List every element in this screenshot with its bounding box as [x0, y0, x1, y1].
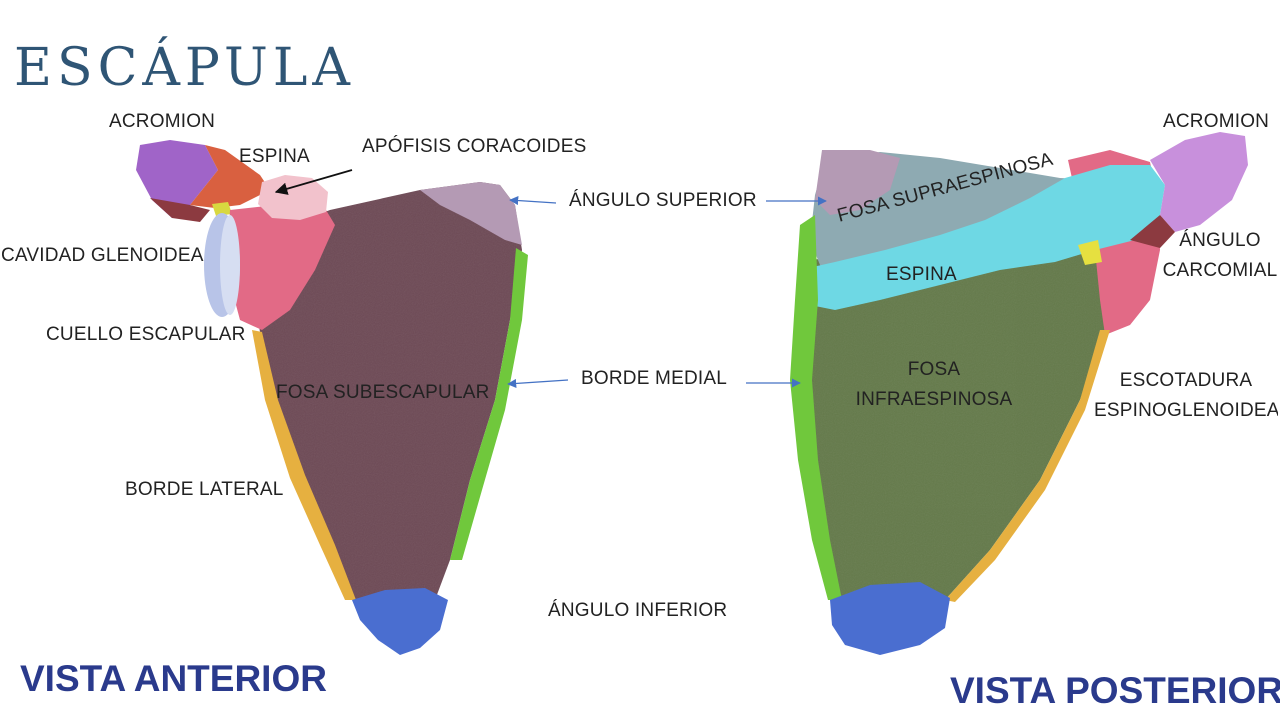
- posterior-inferior-angle-region: [830, 582, 950, 655]
- label-escotadura-line-2: ESPINOGLENOIDEA: [1094, 400, 1278, 421]
- label-escotadura-espinoglenoidea: ESCOTADURA ESPINOGLENOIDEA: [1094, 366, 1278, 426]
- label-borde-lateral: BORDE LATERAL: [125, 479, 284, 500]
- anterior-medial-border-region: [450, 248, 528, 560]
- label-fosa-infraespinosa-line-2: INFRAESPINOSA: [855, 389, 1013, 410]
- posterior-scapula: [790, 132, 1248, 655]
- label-angulo-superior: ÁNGULO SUPERIOR: [569, 190, 757, 211]
- page-title: ESCÁPULA: [14, 38, 355, 98]
- posterior-acromion-region: [1150, 132, 1248, 232]
- label-angulo-acromial-line-1: ÁNGULO: [1179, 230, 1261, 251]
- label-apofisis-coracoides: APÓFISIS CORACOIDES: [362, 136, 587, 157]
- anterior-glenoid-rim: [220, 215, 240, 315]
- arrow-borde-medial-left: [507, 378, 569, 388]
- posterior-notch-region: [1078, 240, 1102, 265]
- anterior-notch-region: [212, 202, 232, 216]
- label-angulo-inferior: ÁNGULO INFERIOR: [548, 600, 728, 621]
- posterior-lateral-border-region: [945, 330, 1110, 602]
- anterior-inferior-angle-region: [352, 588, 448, 655]
- anterior-neck-region: [228, 200, 335, 330]
- label-acromion-right: ACROMION: [1163, 111, 1270, 132]
- posterior-spine-region: [808, 165, 1165, 310]
- label-espina-left: ESPINA: [239, 146, 310, 167]
- label-fosa-infraespinosa-line-1: FOSA: [907, 359, 961, 380]
- pointer-arrows: [274, 169, 827, 388]
- anterior-espina-region: [190, 145, 270, 208]
- anterior-scapula: [136, 140, 528, 655]
- label-angulo-acromial: ÁNGULO CARCOMIAL: [1162, 226, 1278, 286]
- label-cuello-escapular: CUELLO ESCAPULAR: [46, 324, 246, 345]
- label-fosa-infraespinosa: FOSA INFRAESPINOSA: [852, 355, 1016, 415]
- label-escotadura-line-1: ESCOTADURA: [1119, 370, 1253, 391]
- anterior-acromion-underside: [150, 198, 210, 222]
- posterior-acromion-underside: [1130, 215, 1175, 248]
- anterior-acromion-region: [136, 140, 218, 218]
- view-title-posterior: VISTA POSTERIOR: [950, 670, 1280, 711]
- arrow-coracoides: [274, 169, 353, 195]
- label-cavidad-glenoidea: CAVIDAD GLENOIDEA: [1, 245, 204, 266]
- anterior-superior-angle-region: [420, 182, 522, 245]
- anterior-lateral-border-region: [252, 330, 356, 600]
- posterior-medial-border-region: [790, 215, 842, 600]
- label-fosa-subescapular: FOSA SUBESCAPULAR: [276, 382, 490, 403]
- label-angulo-acromial-line-2: CARCOMIAL: [1162, 260, 1278, 281]
- view-title-anterior: VISTA ANTERIOR: [20, 658, 327, 699]
- label-espina-right: ESPINA: [886, 264, 957, 285]
- arrow-angulo-superior-left: [509, 195, 557, 206]
- anterior-coracoid-region: [258, 175, 328, 220]
- label-borde-medial: BORDE MEDIAL: [581, 368, 727, 389]
- label-acromion-left: ACROMION: [109, 111, 216, 132]
- posterior-superior-angle-region: [815, 150, 900, 215]
